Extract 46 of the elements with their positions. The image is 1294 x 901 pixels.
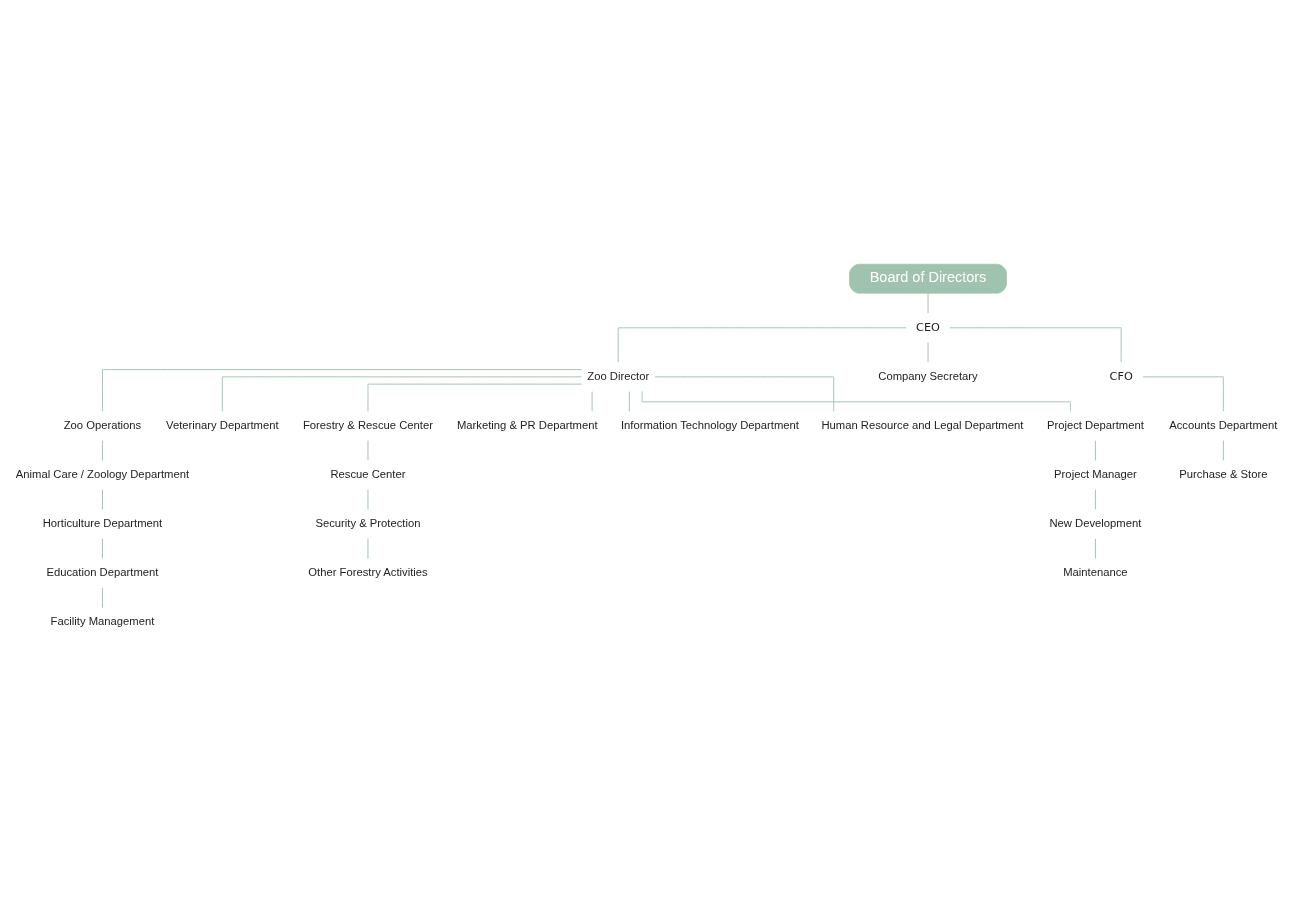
connector	[617, 327, 907, 363]
node-text: CFO	[1109, 369, 1133, 383]
node-text: Accounts Department	[1169, 418, 1278, 431]
node-text: Rescue Center	[330, 468, 406, 481]
connector	[367, 383, 583, 412]
connector	[1094, 489, 1096, 510]
connector	[101, 489, 103, 510]
connector	[591, 391, 593, 412]
connector	[927, 342, 929, 363]
connector	[1142, 376, 1224, 412]
connector	[367, 440, 369, 461]
node-text: Human Resource and Legal Department	[821, 418, 1024, 431]
node-text: Zoo Operations	[63, 418, 142, 431]
node-box: Board of Directors	[849, 263, 1007, 294]
node-text: Veterinary Department	[166, 418, 279, 431]
connector	[628, 391, 630, 412]
connector	[949, 327, 1122, 363]
node-text: Zoo Director	[587, 369, 650, 382]
connector	[1222, 440, 1224, 461]
node-text: Other Forestry Activities	[308, 566, 428, 579]
node-text: Forestry & Rescue Center	[302, 418, 433, 431]
node-text: Purchase & Store	[1179, 468, 1268, 481]
node-text: Maintenance	[1063, 566, 1128, 579]
connector	[101, 440, 103, 461]
connector	[101, 369, 583, 412]
connector	[221, 376, 582, 412]
node-text: Project Department	[1046, 418, 1144, 431]
connector	[927, 292, 929, 314]
connector	[654, 376, 835, 412]
node-text: Animal Care / Zoology Department	[15, 468, 190, 481]
connector	[101, 587, 103, 609]
connector	[1094, 538, 1096, 559]
connector	[1094, 440, 1096, 461]
connector	[101, 538, 103, 559]
connector	[367, 538, 369, 559]
connector	[367, 489, 369, 510]
node-text: Information Technology Department	[620, 418, 799, 431]
node-text: Horticulture Department	[42, 517, 163, 530]
node-text: CEO	[916, 320, 940, 334]
node-text: Company Secretary	[878, 369, 978, 382]
node-text: New Development	[1049, 517, 1142, 530]
node-text: Facility Management	[50, 615, 155, 628]
node-text: Education Department	[46, 566, 159, 579]
node-text: Marketing & PR Department	[456, 418, 598, 431]
node-text: Security & Protection	[315, 517, 421, 530]
node-text: Project Manager	[1054, 468, 1137, 481]
